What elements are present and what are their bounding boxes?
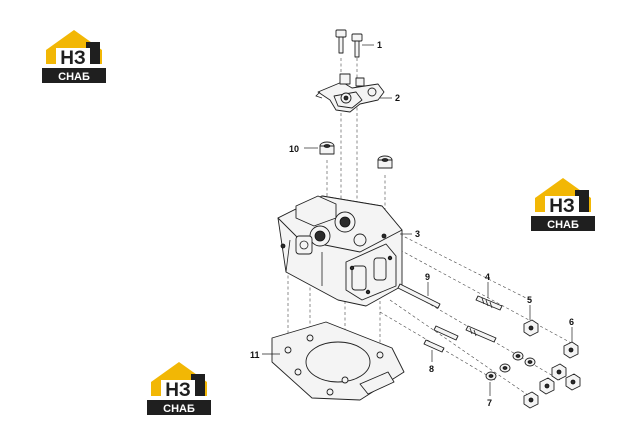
callout-leaders [262, 44, 573, 396]
callout-8: 8 [429, 364, 434, 374]
callout-10: 10 [289, 144, 299, 154]
callout-9: 9 [425, 272, 430, 282]
logo-mark: НЗ [165, 380, 191, 401]
callout-4: 4 [485, 272, 490, 282]
head-gasket [271, 321, 405, 401]
callout-3: 3 [415, 229, 420, 239]
logo-watermark-bottom-left: НЗ СНАБ [143, 360, 215, 418]
callout-11: 11 [250, 350, 260, 360]
studs [397, 283, 503, 353]
bolts [335, 29, 363, 58]
callout-5: 5 [527, 295, 532, 305]
callout-labels: 1 2 3 4 5 6 7 8 9 10 11 [250, 40, 574, 408]
logo-caption: СНАБ [163, 403, 195, 415]
logo-mark: НЗ [549, 196, 575, 217]
logo-caption: СНАБ [58, 71, 90, 83]
logo-mark: НЗ [60, 48, 86, 69]
logo-watermark-top-left: НЗ СНАБ [38, 28, 110, 86]
nuts-and-washers [485, 319, 581, 409]
callout-1: 1 [377, 40, 382, 50]
callout-2: 2 [395, 93, 400, 103]
cylinder-head [277, 195, 403, 307]
logo-caption: СНАБ [547, 219, 579, 231]
logo-watermark-right: НЗ СНАБ [527, 176, 599, 234]
rocker-arm-assembly [315, 73, 385, 113]
callout-7: 7 [487, 398, 492, 408]
cap-nuts [319, 141, 393, 169]
callout-6: 6 [569, 317, 574, 327]
